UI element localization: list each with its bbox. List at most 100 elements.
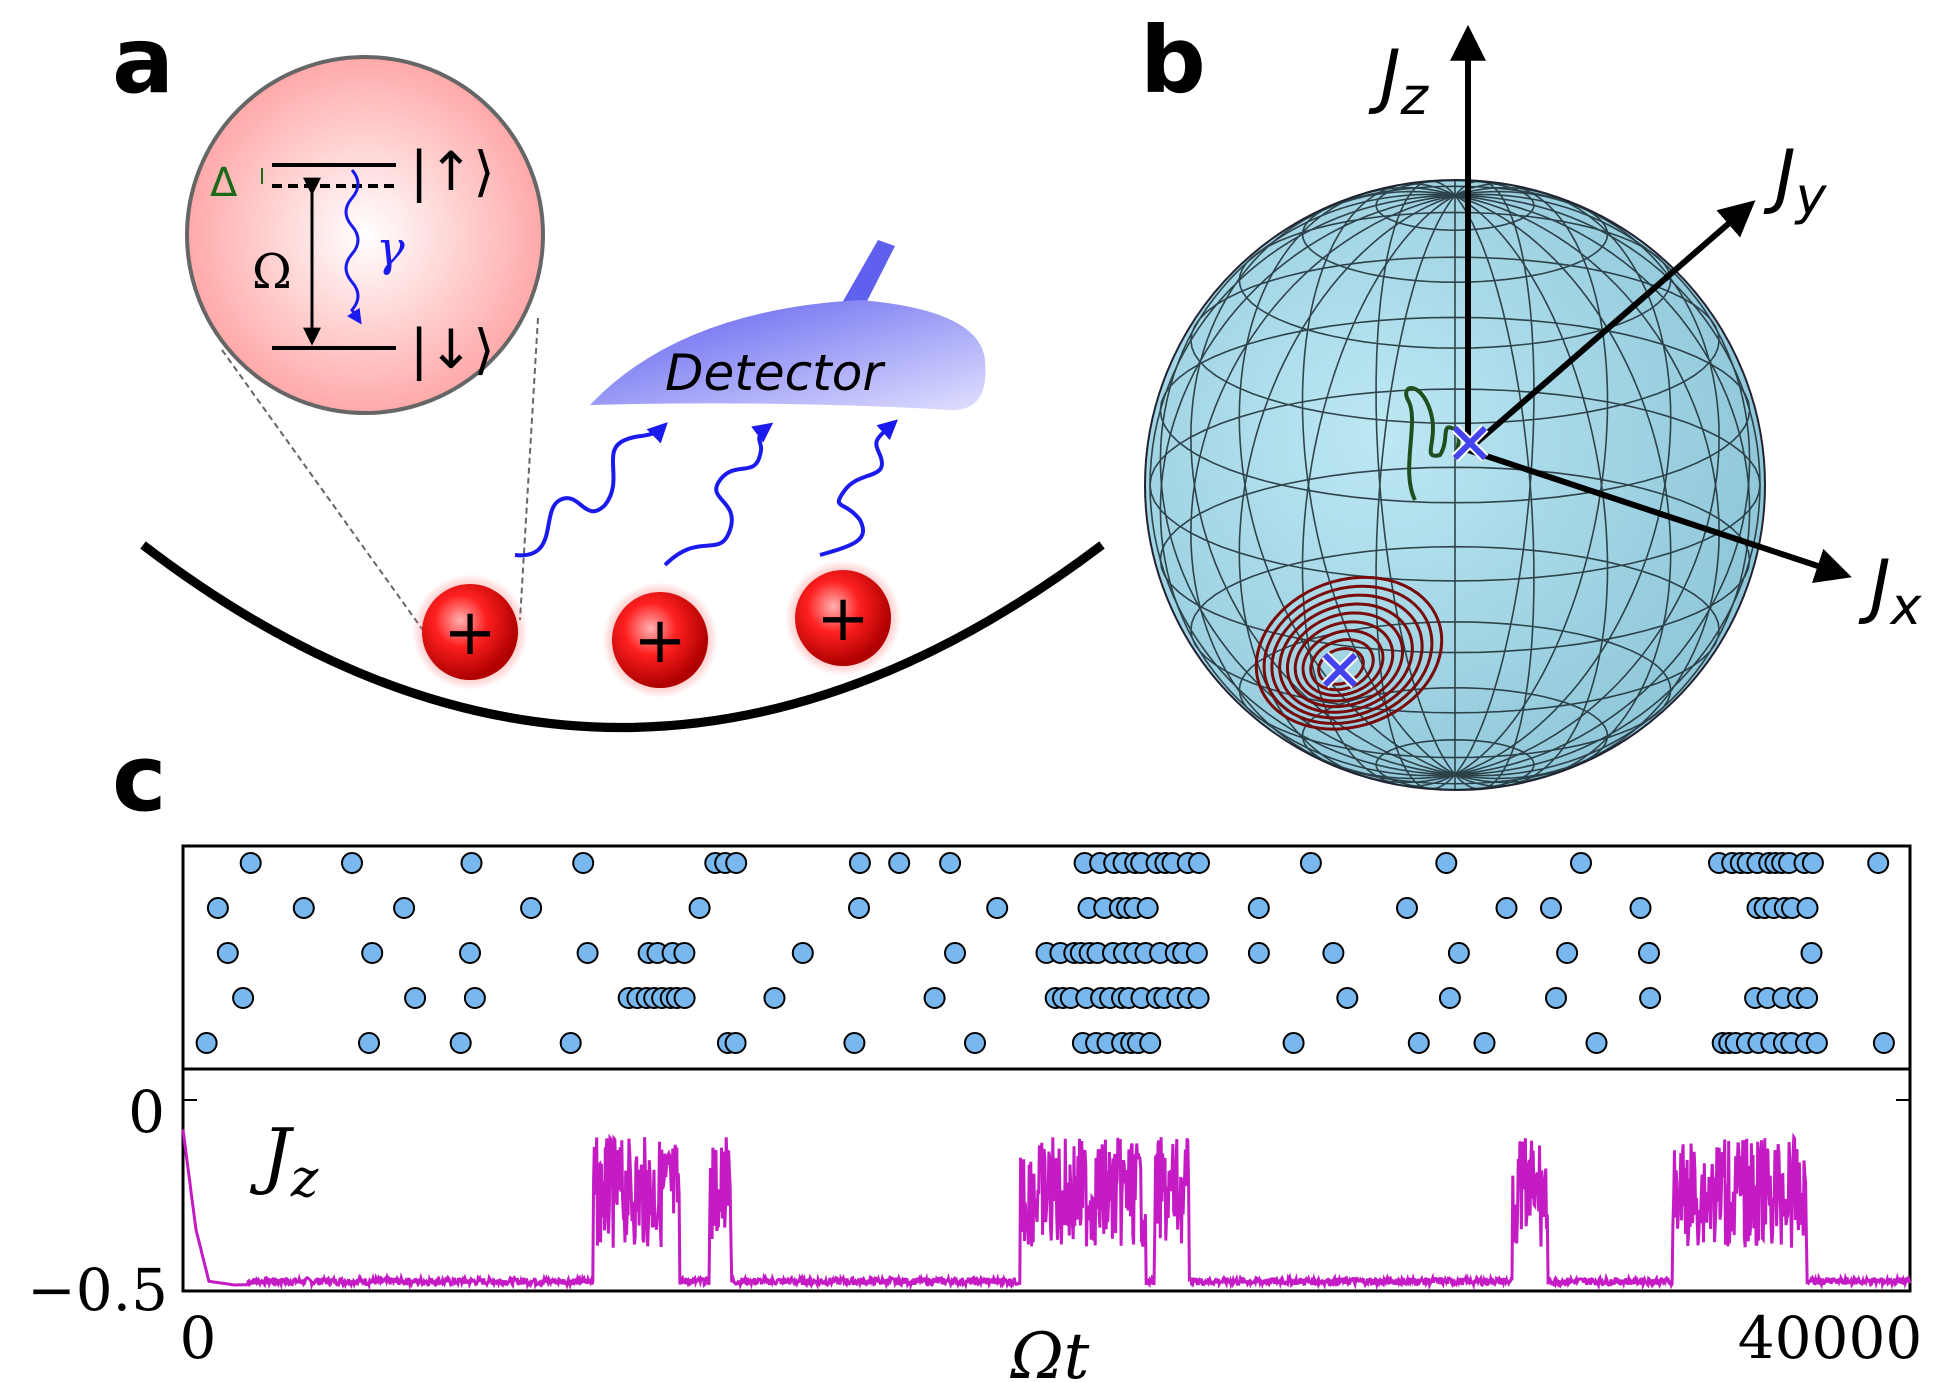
photon-click xyxy=(520,897,543,919)
axis-y-label: Jy xyxy=(1763,135,1828,227)
ion-2-charge: + xyxy=(633,604,687,678)
photon-click xyxy=(763,987,786,1009)
x-axis-label: Ωt xyxy=(1010,1320,1090,1382)
meridian-line xyxy=(1159,193,1751,777)
axis-y xyxy=(1466,200,1756,453)
photon-click xyxy=(1872,1032,1895,1054)
spiral-loop xyxy=(1301,629,1385,697)
ion-1: + xyxy=(412,574,528,690)
photon-click xyxy=(1867,852,1890,874)
ion-2: + xyxy=(602,582,718,698)
ion-3: + xyxy=(785,560,901,676)
photon-click xyxy=(1556,942,1579,964)
photon-click xyxy=(404,987,427,1009)
photon-click xyxy=(459,942,481,964)
photon-click xyxy=(1407,1032,1430,1054)
photon-click xyxy=(1638,942,1660,964)
photon-click xyxy=(1473,1032,1496,1054)
jz-series-line xyxy=(181,1129,1912,1291)
photon-click xyxy=(1545,987,1567,1009)
photon-click xyxy=(673,987,696,1009)
photon-click xyxy=(1585,1032,1608,1054)
photon-click xyxy=(1299,852,1322,874)
photon-click xyxy=(843,1032,866,1054)
photon-click xyxy=(688,897,711,919)
click-raster xyxy=(195,852,1895,1054)
ytick-0: 0 xyxy=(128,1078,165,1146)
spiral-loop xyxy=(1293,620,1395,703)
xtick-0: 0 xyxy=(180,1304,217,1372)
photon-click xyxy=(559,1032,582,1054)
level-up-label: |↑⟩ xyxy=(410,140,495,203)
photon-click xyxy=(1187,987,1210,1009)
photon-click xyxy=(572,852,595,874)
photon-click xyxy=(292,897,315,919)
meridian-line xyxy=(1238,186,1672,784)
detector-body xyxy=(590,300,986,411)
photon-click xyxy=(206,897,229,919)
photon-click xyxy=(1282,1032,1305,1054)
panel-a: a Ω γ Δ |↑⟩ |↓⟩ Detector xyxy=(112,7,1105,732)
spiral-loop xyxy=(1254,575,1444,731)
photon-click xyxy=(460,852,483,874)
photon-click xyxy=(1629,897,1652,919)
trap-potential-curve xyxy=(140,541,1105,732)
photon-click xyxy=(1322,942,1345,964)
photon-click xyxy=(1805,1032,1828,1054)
photon-click xyxy=(1136,897,1159,919)
photon-click xyxy=(944,942,966,964)
photon-click xyxy=(1336,987,1359,1009)
photon-click xyxy=(1447,942,1470,964)
photon-click xyxy=(393,897,416,919)
photon-click xyxy=(1800,942,1823,964)
photon-click xyxy=(1247,897,1270,919)
photon-click xyxy=(216,942,239,964)
photon-click xyxy=(341,852,363,874)
trajectory-lower xyxy=(1254,575,1444,731)
ion-3-charge: + xyxy=(816,582,870,656)
panel-label-a: a xyxy=(112,7,174,114)
jz-plot xyxy=(181,1099,1912,1291)
photon-click xyxy=(939,852,962,874)
photon-click xyxy=(1540,897,1562,919)
photon-click xyxy=(1495,897,1518,919)
photon-click xyxy=(1796,987,1819,1009)
meridian-line xyxy=(1190,190,1720,780)
photon-click xyxy=(1801,852,1824,874)
panel-b: b Jz Jy Jx xyxy=(1140,7,1923,791)
photon-click xyxy=(673,942,696,964)
photon-click xyxy=(1570,852,1592,874)
photon-click xyxy=(576,942,599,964)
meridian-line xyxy=(1301,182,1609,788)
level-down-label: |↓⟩ xyxy=(410,318,495,381)
fixed-point-lower-marker xyxy=(1321,651,1359,689)
axis-x-label: Jx xyxy=(1858,545,1923,637)
photon-click xyxy=(848,897,870,919)
photon-click xyxy=(724,1032,747,1054)
photon-click xyxy=(449,1032,472,1054)
zoom-line-right xyxy=(519,317,539,621)
decay-arrow xyxy=(344,169,362,325)
photon-click xyxy=(1247,942,1270,964)
meridian-line xyxy=(1159,193,1751,777)
rabi-symbol: Ω xyxy=(252,244,292,300)
photon-click xyxy=(1396,897,1418,919)
jz-plot-frame xyxy=(181,1067,1912,1293)
detuning-symbol: Δ xyxy=(210,160,238,206)
ytick-neg-half: −0.5 xyxy=(27,1256,168,1324)
meridian-line xyxy=(1149,194,1761,776)
spiral-loop xyxy=(1278,602,1414,714)
xtick-40000: 40000 xyxy=(1738,1304,1923,1372)
decay-symbol: γ xyxy=(376,221,405,277)
photon-click xyxy=(358,1032,380,1054)
detector-stem xyxy=(838,240,895,315)
photon-click xyxy=(848,852,871,874)
photon-1 xyxy=(514,422,668,558)
photon-3 xyxy=(819,419,898,557)
meridian-line xyxy=(1190,190,1720,780)
photon-click xyxy=(1435,852,1458,874)
fixed-point-upper-marker xyxy=(1451,424,1489,462)
panel-label-c: c xyxy=(112,725,167,832)
photon-click xyxy=(232,987,255,1009)
